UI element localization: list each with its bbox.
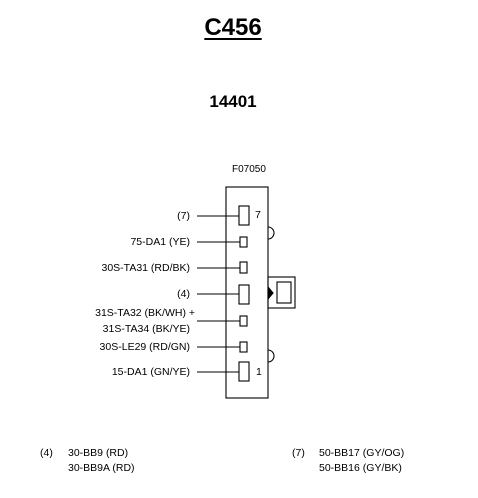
note-right-line: 50-BB17 (GY/OG) xyxy=(319,447,405,459)
side-lock-inner xyxy=(276,281,292,304)
connector-title: C456 xyxy=(204,14,262,41)
figure-code: F07050 xyxy=(232,164,266,175)
note-left-ref: (4) xyxy=(40,447,53,459)
note-right-ref: (7) xyxy=(292,447,305,459)
pin-number-top: 7 xyxy=(255,209,261,221)
pin-cavity-7 xyxy=(238,205,250,226)
note-left-line: 30-BB9A (RD) xyxy=(68,462,135,474)
note-left-line: 30-BB9 (RD) xyxy=(68,447,129,459)
wire-label: 30S-TA31 (RD/BK) xyxy=(101,262,191,274)
wire-label: (7) xyxy=(177,210,190,222)
wire-label: (4) xyxy=(177,288,190,300)
wire-label: 30S-LE29 (RD/GN) xyxy=(99,341,190,353)
wire-label: 15-DA1 (GN/YE) xyxy=(111,366,190,378)
wire-label: 75-DA1 (YE) xyxy=(130,236,190,248)
bottom-latch xyxy=(267,349,275,363)
pin-cavity-2 xyxy=(239,341,248,353)
pin-cavity-6 xyxy=(239,236,248,248)
lock-arrow xyxy=(267,286,274,300)
wire-label: 31S-TA32 (BK/WH) + xyxy=(95,307,195,319)
part-number: 14401 xyxy=(209,92,257,111)
pin-cavity-4 xyxy=(238,284,250,305)
pin-cavity-3 xyxy=(239,315,248,327)
pin-cavity-5 xyxy=(239,261,248,274)
pin-cavity-1 xyxy=(238,361,250,382)
note-right-line: 50-BB16 (GY/BK) xyxy=(319,462,402,474)
wire-label: 31S-TA34 (BK/YE) xyxy=(102,323,190,335)
top-latch xyxy=(267,226,275,240)
pin-number-bottom: 1 xyxy=(256,366,262,378)
